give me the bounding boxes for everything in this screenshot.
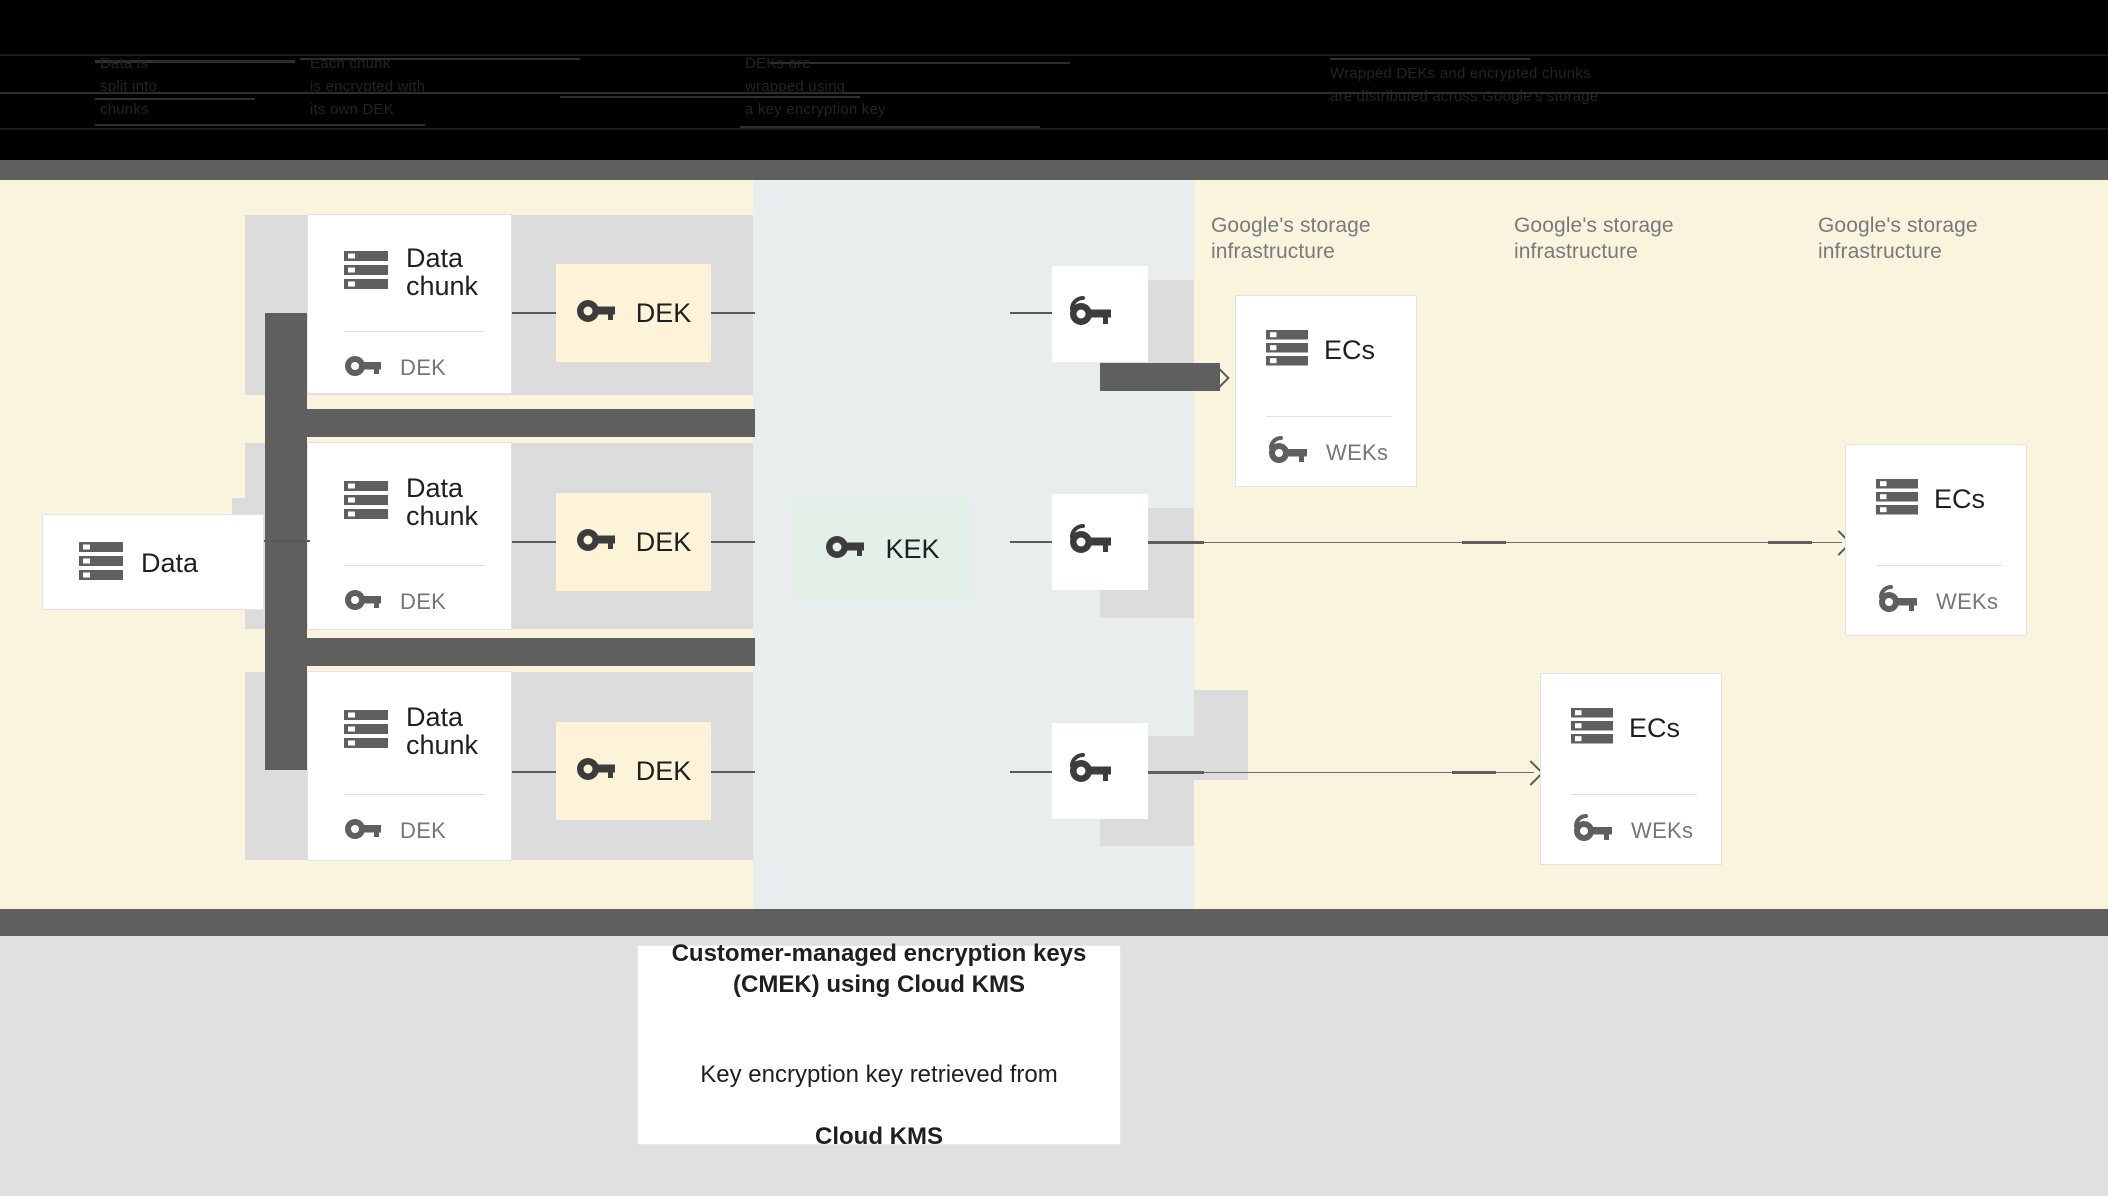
wrapped-key-icon	[1067, 752, 1113, 791]
wek-box-1	[1052, 266, 1148, 362]
background-gray-ec-3	[1194, 690, 1248, 780]
key-icon	[825, 534, 865, 565]
ecs-card-key-label: WEKs	[1326, 440, 1389, 465]
card-divider	[1266, 416, 1392, 417]
ecs-card-1: ECs WEKs	[1235, 295, 1417, 487]
card-divider	[1876, 565, 2002, 566]
dek-chip-3: DEK	[556, 722, 711, 820]
wek-box-3	[1052, 723, 1148, 819]
storage-label-1: Google's storage infrastructure	[1211, 214, 1371, 263]
caption-card: Customer-managed encryption keys (CMEK) …	[637, 940, 1121, 1150]
ecs-card-3: ECs WEKs	[1540, 673, 1722, 865]
server-icon	[344, 709, 388, 754]
fork-arm-bottom	[265, 638, 755, 666]
band-divider-top	[0, 160, 2108, 180]
wrapped-key-icon	[1067, 523, 1113, 562]
server-icon	[344, 250, 388, 295]
server-icon	[79, 541, 123, 586]
key-icon	[344, 354, 382, 383]
dek-chip-1: DEK	[556, 264, 711, 362]
ecs-card-key-label: WEKs	[1936, 589, 1999, 614]
wrapped-key-icon	[1571, 813, 1615, 850]
data-chunk-title: Data chunk	[406, 243, 479, 301]
card-divider	[344, 565, 485, 566]
arrow-seg-a	[1148, 541, 1204, 544]
connector-dek2-right	[711, 541, 755, 543]
key-icon	[344, 588, 382, 617]
key-icon	[576, 527, 616, 558]
server-icon	[344, 480, 388, 525]
connector-to-wek-3	[1010, 771, 1054, 773]
dek-chip-label: DEK	[635, 755, 692, 786]
band-divider-bottom	[0, 909, 2108, 936]
server-icon	[1876, 478, 1918, 521]
key-icon	[576, 756, 616, 787]
connector-dek3-right	[711, 771, 755, 773]
data-chunk-key-label: DEK	[400, 589, 447, 614]
wrapped-key-icon	[1266, 435, 1310, 472]
wek-box-2	[1052, 494, 1148, 590]
connector-chunk2-to-dek	[512, 541, 556, 543]
kek-chip-label: KEK	[885, 533, 940, 564]
key-icon	[344, 817, 382, 846]
caption-heading: Customer-managed encryption keys (CMEK) …	[671, 940, 1087, 998]
connector-data-to-fork	[264, 540, 310, 542]
key-icon	[576, 298, 616, 329]
caption-body-line2: Cloud KMS	[815, 1123, 943, 1150]
card-divider	[1571, 794, 1697, 795]
data-chunk-card-1: Data chunk DEK	[307, 214, 512, 394]
card-divider	[344, 794, 485, 795]
dek-chip-label: DEK	[635, 526, 692, 557]
top-legend-band: Data is split into chunks Each chunk is …	[0, 0, 2108, 160]
arrow-seg-c	[1768, 541, 1812, 544]
ecs-card-key-label: WEKs	[1631, 818, 1694, 843]
connector-chunk1-to-dek	[512, 312, 556, 314]
server-icon	[1266, 329, 1308, 372]
ecs-card-title: ECs	[1629, 713, 1681, 743]
server-icon	[1571, 707, 1613, 750]
data-chunk-key-label: DEK	[400, 355, 447, 380]
connector-to-wek-2	[1010, 541, 1054, 543]
legend-column-3: DEKs are wrapped using a key encryption …	[745, 55, 886, 118]
data-chunk-card-2: Data chunk DEK	[307, 442, 512, 630]
storage-label-3: Google's storage infrastructure	[1818, 214, 1978, 263]
wrapped-key-icon	[1067, 295, 1113, 334]
ecs-card-title: ECs	[1934, 484, 1986, 514]
connector-dek1-right	[711, 312, 755, 314]
caption-body-line1: Key encryption key retrieved from	[700, 1061, 1058, 1088]
dek-chip-2: DEK	[556, 493, 711, 591]
arrow-line-to-ec-3	[1148, 772, 1534, 773]
data-card: Data	[42, 514, 264, 610]
data-chunk-key-label: DEK	[400, 818, 447, 843]
kek-chip: KEK	[795, 500, 970, 598]
arrow-seg-d	[1148, 771, 1204, 774]
card-divider	[344, 331, 485, 332]
dek-chip-label: DEK	[635, 297, 692, 328]
data-card-title: Data	[141, 548, 199, 578]
ecs-card-2: ECs WEKs	[1845, 444, 2027, 636]
legend-column-2: Each chunk is encrypted with its own DEK	[310, 55, 426, 118]
storage-label-2: Google's storage infrastructure	[1514, 214, 1674, 263]
arrow-seg-b	[1462, 541, 1506, 544]
ecs-card-title: ECs	[1324, 335, 1376, 365]
wrapped-key-icon	[1876, 584, 1920, 621]
caption-body: Key encryption key retrieved from Cloud …	[700, 1028, 1057, 1152]
legend-column-1: Data is split into chunks	[100, 55, 158, 118]
legend-column-4: Wrapped DEKs and encrypted chunks are di…	[1330, 65, 1599, 105]
data-chunk-card-3: Data chunk DEK	[307, 671, 512, 861]
data-chunk-title: Data chunk	[406, 473, 479, 531]
connector-chunk3-to-dek	[512, 771, 556, 773]
fork-arm-top	[265, 409, 755, 437]
wek-to-ec-thick-bar	[1100, 363, 1220, 391]
arrow-seg-e	[1452, 771, 1496, 774]
data-chunk-title: Data chunk	[406, 702, 479, 760]
connector-to-wek-1	[1010, 312, 1054, 314]
